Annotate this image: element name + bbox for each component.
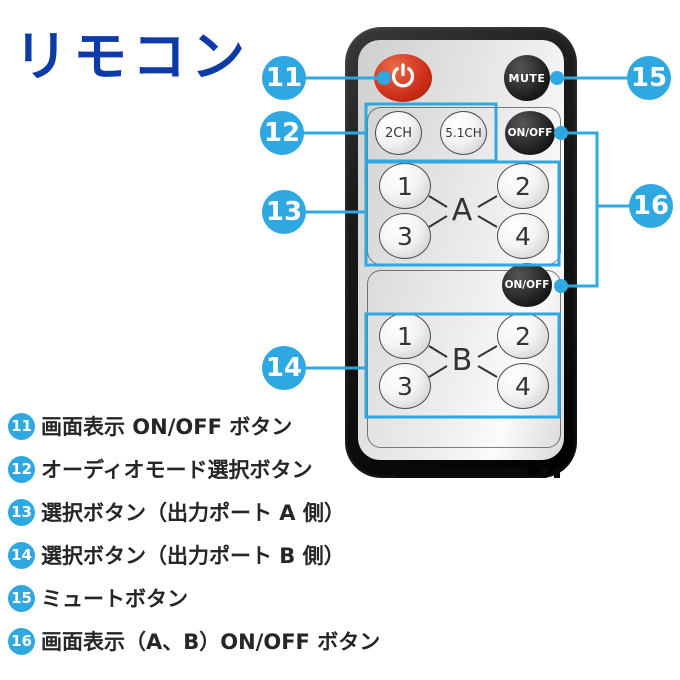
callout-11: 11 — [262, 56, 306, 100]
legend-badge-14: 14 — [8, 541, 35, 569]
group-a-button-4: 4 — [497, 213, 549, 259]
legend: 11 画面表示 ON/OFF ボタン 12 オーディオモード選択ボタン 13 選… — [8, 410, 380, 668]
onoff-a-button: ON/OFF — [505, 111, 555, 155]
legend-item-15: 15 ミュートボタン — [8, 582, 380, 614]
power-icon — [388, 61, 418, 95]
legend-label-13: 選択ボタン（出力ポート A 側） — [41, 501, 345, 525]
legend-badge-12: 12 — [8, 455, 35, 483]
legend-item-16: 16 画面表示（A、B）ON/OFF ボタン — [8, 625, 380, 657]
callout-12: 12 — [260, 111, 304, 155]
legend-label-15: ミュートボタン — [41, 587, 188, 611]
legend-item-13: 13 選択ボタン（出力ポート A 側） — [8, 496, 380, 528]
callout-15: 15 — [627, 56, 671, 100]
group-b-button-4: 4 — [497, 363, 549, 409]
group-a-button-2: 2 — [497, 163, 549, 209]
power-button — [374, 54, 432, 102]
audio-mode-2ch-button: 2CH — [375, 111, 422, 155]
legend-label-14: 選択ボタン（出力ポート B 側） — [41, 544, 345, 568]
onoff-b-button: ON/OFF — [502, 263, 552, 307]
group-b-button-3: 3 — [379, 363, 431, 409]
callout-16: 16 — [629, 184, 673, 228]
callout-14: 14 — [262, 346, 306, 390]
page-title: リモコン — [14, 25, 250, 88]
legend-item-14: 14 選択ボタン（出力ポート B 側） — [8, 539, 380, 571]
group-b-button-2: 2 — [497, 313, 549, 359]
group-b-letter: B — [451, 343, 473, 378]
group-a-button-1: 1 — [379, 163, 431, 209]
legend-label-12: オーディオモード選択ボタン — [41, 458, 313, 482]
legend-label-11: 画面表示 ON/OFF ボタン — [41, 415, 293, 439]
legend-item-11: 11 画面表示 ON/OFF ボタン — [8, 410, 380, 442]
legend-item-12: 12 オーディオモード選択ボタン — [8, 453, 380, 485]
legend-badge-16: 16 — [8, 627, 35, 655]
legend-badge-15: 15 — [8, 584, 35, 612]
battery-tray-notch — [554, 468, 560, 478]
legend-badge-13: 13 — [8, 498, 35, 526]
mute-button: MUTE — [504, 55, 550, 101]
callout-13: 13 — [262, 190, 306, 234]
group-a-button-3: 3 — [379, 213, 431, 259]
group-a-letter: A — [451, 193, 473, 228]
battery-tray-slot — [395, 468, 527, 478]
audio-mode-51ch-button: 5.1CH — [440, 111, 487, 155]
legend-label-16: 画面表示（A、B）ON/OFF ボタン — [41, 630, 381, 654]
battery-tray-notch — [541, 468, 547, 478]
legend-badge-11: 11 — [8, 412, 35, 440]
group-b-button-1: 1 — [379, 313, 431, 359]
